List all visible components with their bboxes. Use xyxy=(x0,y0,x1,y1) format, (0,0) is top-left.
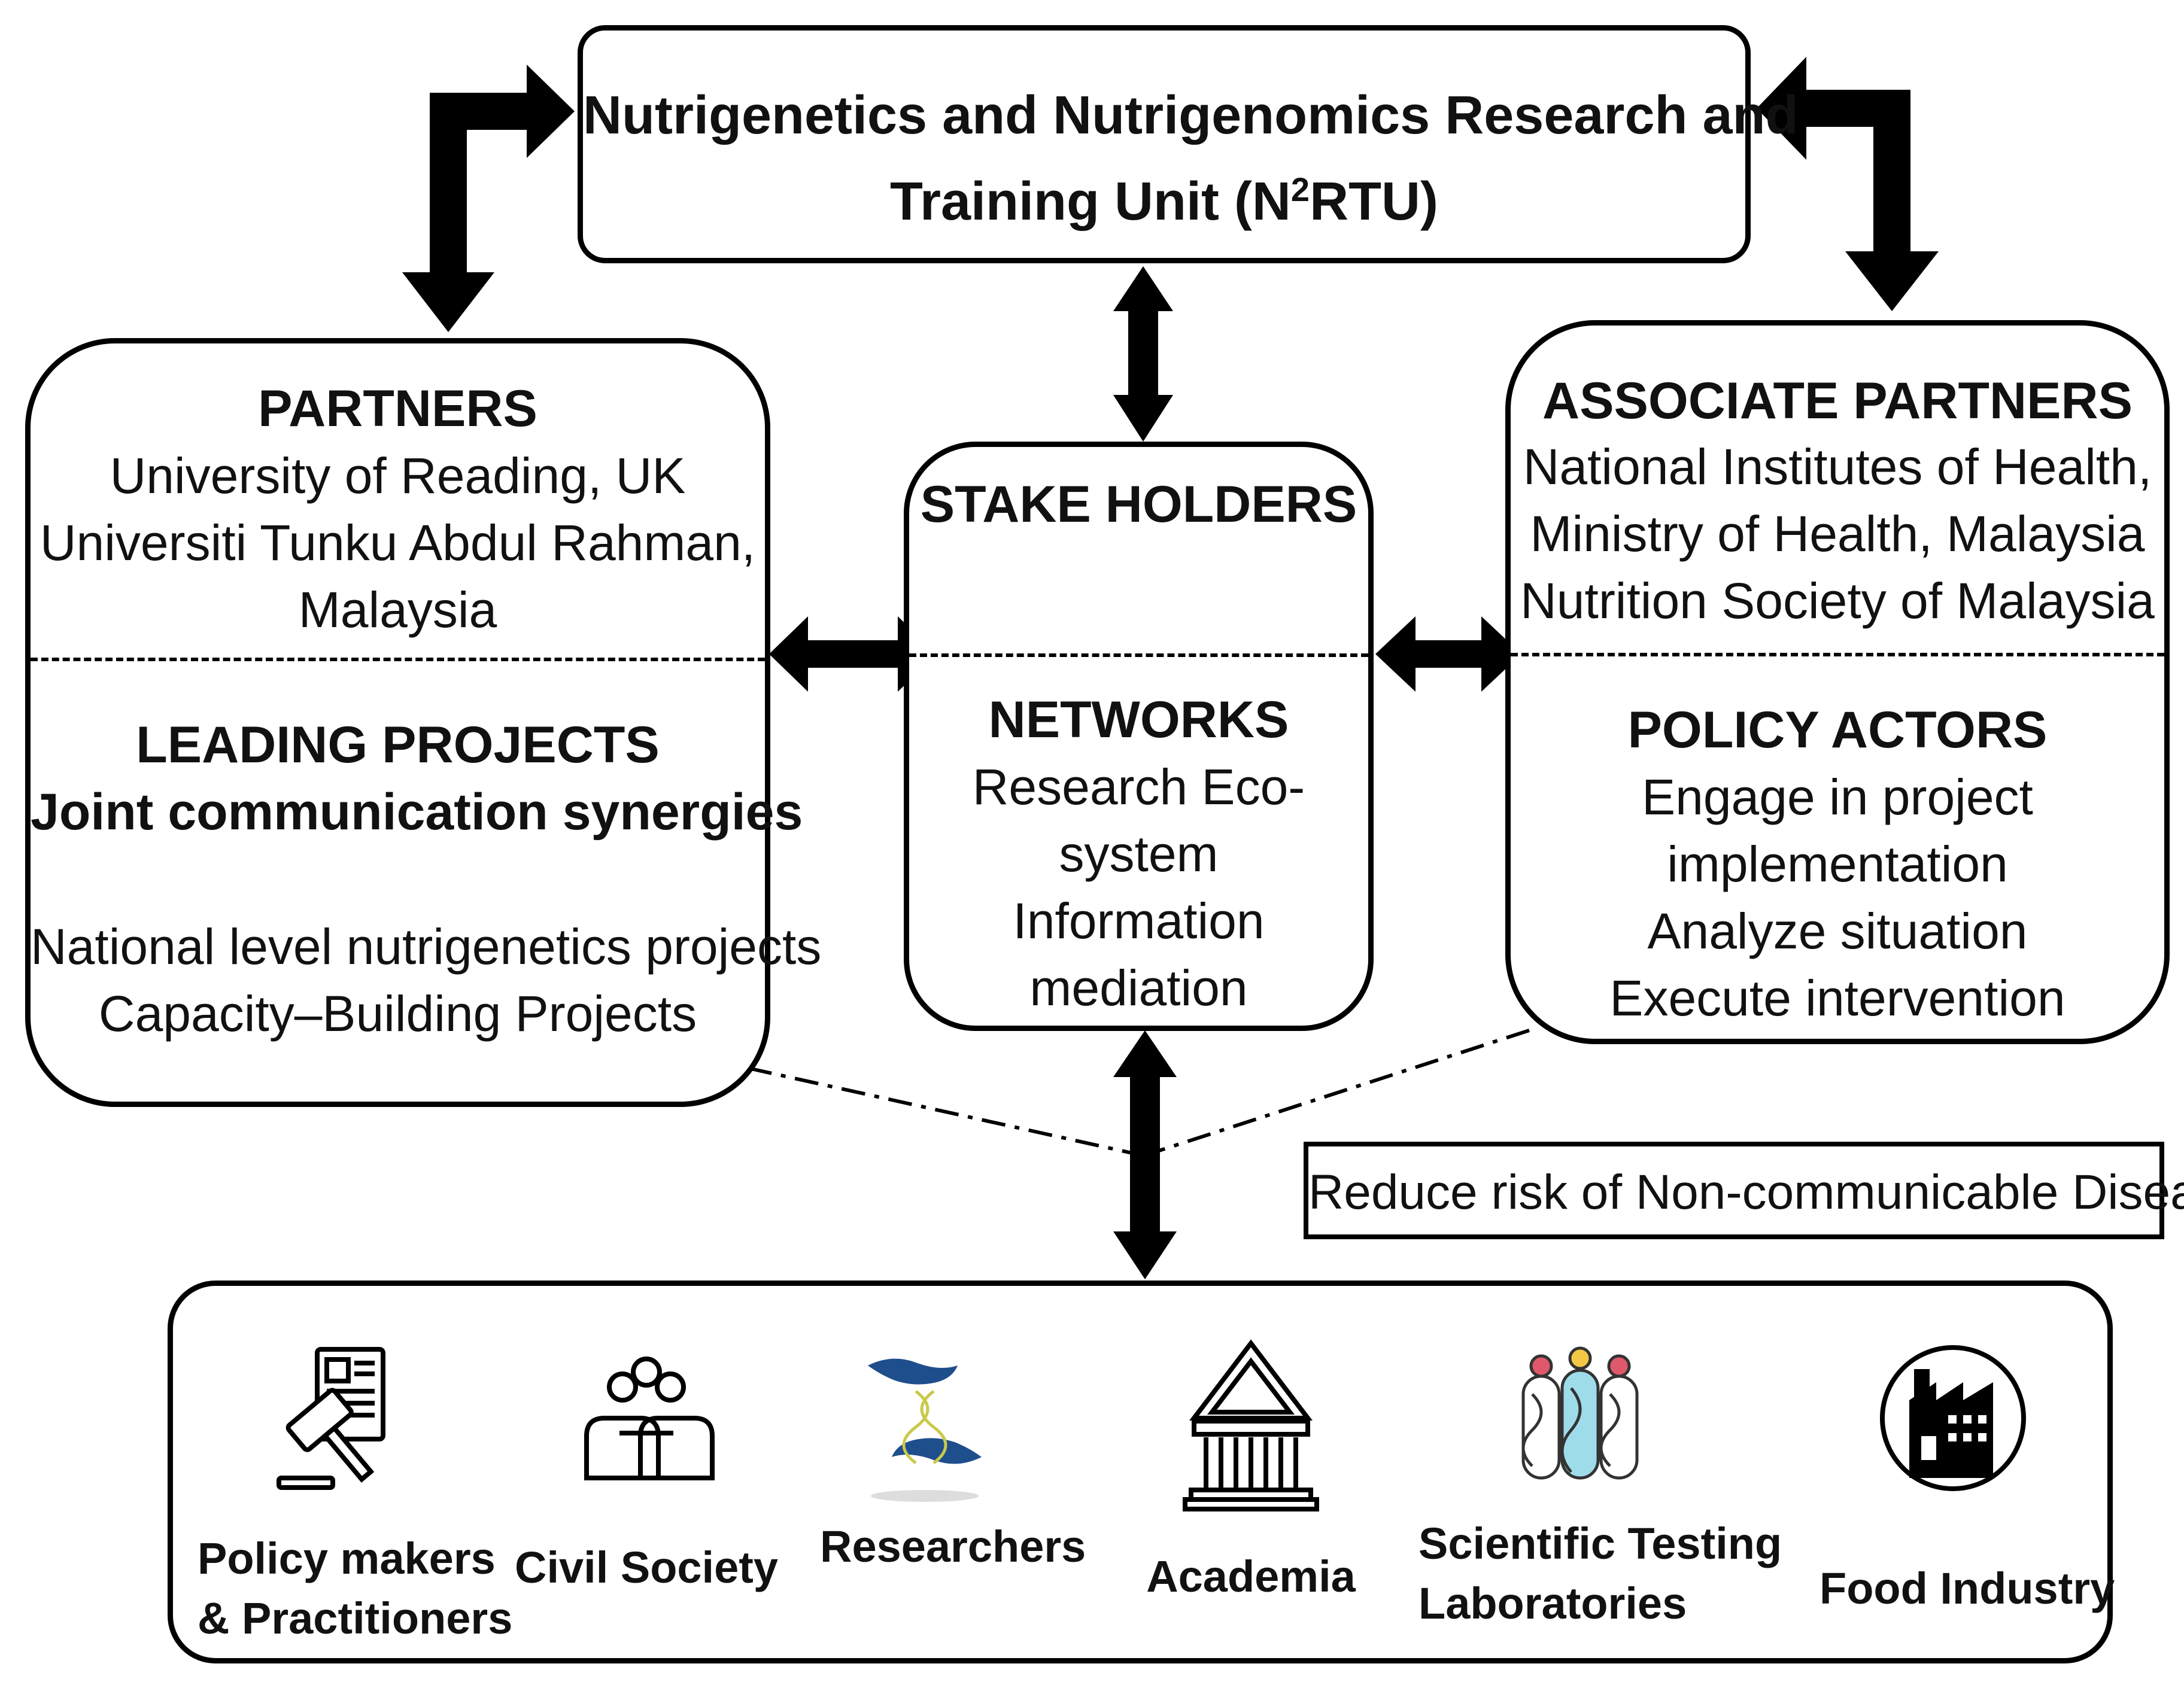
partners-line-1: University of Reading, UK xyxy=(110,448,686,504)
converging-dashdot-lines xyxy=(748,1029,1530,1157)
networks-heading: NETWORKS xyxy=(988,691,1289,749)
policy-actors-line-4: Execute intervention xyxy=(1609,970,2065,1026)
arrow-top-to-stakeholders xyxy=(1113,266,1173,442)
networks-line-1: Research Eco- xyxy=(972,759,1305,815)
associates-line-2: Ministry of Health, Malaysia xyxy=(1530,506,2145,562)
stakeholder-groups-box xyxy=(168,1281,2113,1663)
gavel-document-icon xyxy=(277,1347,385,1490)
arrow-stakeholders-to-associates xyxy=(1375,616,1521,692)
label-academia: Academia xyxy=(1146,1552,1356,1601)
stakeholders-box: STAKE HOLDERS NETWORKS Research Eco- sys… xyxy=(904,442,1374,1031)
partners-line-3: Malaysia xyxy=(298,582,497,638)
institution-building-icon xyxy=(1183,1339,1319,1511)
partners-heading: PARTNERS xyxy=(258,380,537,437)
associates-heading: ASSOCIATE PARTNERS xyxy=(1542,372,2133,430)
n2rtu-title-line1: Nutrigenetics and Nutrigenomics Research… xyxy=(583,86,1799,145)
dna-test-tubes-icon xyxy=(1521,1346,1639,1480)
label-scientific-testing-line-2: Laboratories xyxy=(1418,1578,1687,1628)
networks-line-2: system xyxy=(1059,826,1219,882)
leading-projects-heading: LEADING PROJECTS xyxy=(136,716,660,774)
label-researchers: Researchers xyxy=(820,1522,1086,1571)
associates-line-3: Nutrition Society of Malaysia xyxy=(1520,573,2155,629)
associates-divider xyxy=(1511,653,2164,656)
label-policy-makers-line-1: Policy makers xyxy=(198,1534,496,1583)
leading-projects-line-2: Capacity–Building Projects xyxy=(98,986,697,1042)
label-policy-makers: Policy makers & Practitioners xyxy=(198,1529,513,1649)
policy-actors-line-3: Analyze situation xyxy=(1647,903,2028,959)
stakeholders-heading: STAKE HOLDERS xyxy=(920,476,1357,533)
partners-line-2: Universiti Tunku Abdul Rahman, xyxy=(40,515,756,571)
policy-actors-heading: POLICY ACTORS xyxy=(1627,701,2048,759)
n2rtu-title-sup: 2 xyxy=(1290,171,1310,208)
factory-icon xyxy=(1880,1345,2026,1491)
goal-box: Reduce risk of Non-communicable Diseases xyxy=(1304,1142,2184,1239)
networks-line-3: Information xyxy=(1013,893,1265,949)
networks-line-4: mediation xyxy=(1029,960,1248,1016)
stakeholders-divider xyxy=(909,653,1368,657)
n2rtu-title-line2: Training Unit (N2RTU) xyxy=(583,154,1745,238)
policy-actors-line-2: implementation xyxy=(1667,836,2008,892)
associates-line-1: National Institutes of Health, xyxy=(1523,439,2152,495)
label-food-industry: Food Industry xyxy=(1820,1564,2115,1613)
label-scientific-testing: Scientific Testing Laboratories xyxy=(1418,1514,1782,1634)
people-group-icon xyxy=(584,1357,715,1480)
partners-box: PARTNERS University of Reading, UK Unive… xyxy=(25,338,822,1107)
label-policy-makers-line-2: & Practitioners xyxy=(198,1593,513,1643)
goal-text: Reduce risk of Non-communicable Diseases xyxy=(1308,1165,2184,1219)
elbow-arrow-left xyxy=(402,65,575,332)
n2rtu-title-post: RTU) xyxy=(1310,172,1439,232)
label-civil-society: Civil Society xyxy=(515,1543,779,1592)
label-scientific-testing-line-1: Scientific Testing xyxy=(1418,1519,1782,1568)
n2rtu-title-pre: Training Unit (N xyxy=(889,172,1291,232)
hands-dna-icon xyxy=(868,1358,982,1502)
associate-partners-box: ASSOCIATE PARTNERS National Institutes o… xyxy=(1505,320,2170,1044)
elbow-arrow-right xyxy=(1757,57,1939,311)
leading-projects-line-1: National level nutrigenetics projects xyxy=(31,918,822,975)
leading-projects-subheading: Joint communication synergies xyxy=(31,783,803,841)
n2rtu-box: Nutrigenetics and Nutrigenomics Research… xyxy=(578,25,1799,263)
policy-actors-line-1: Engage in project xyxy=(1642,769,2033,825)
partners-divider xyxy=(31,658,765,661)
